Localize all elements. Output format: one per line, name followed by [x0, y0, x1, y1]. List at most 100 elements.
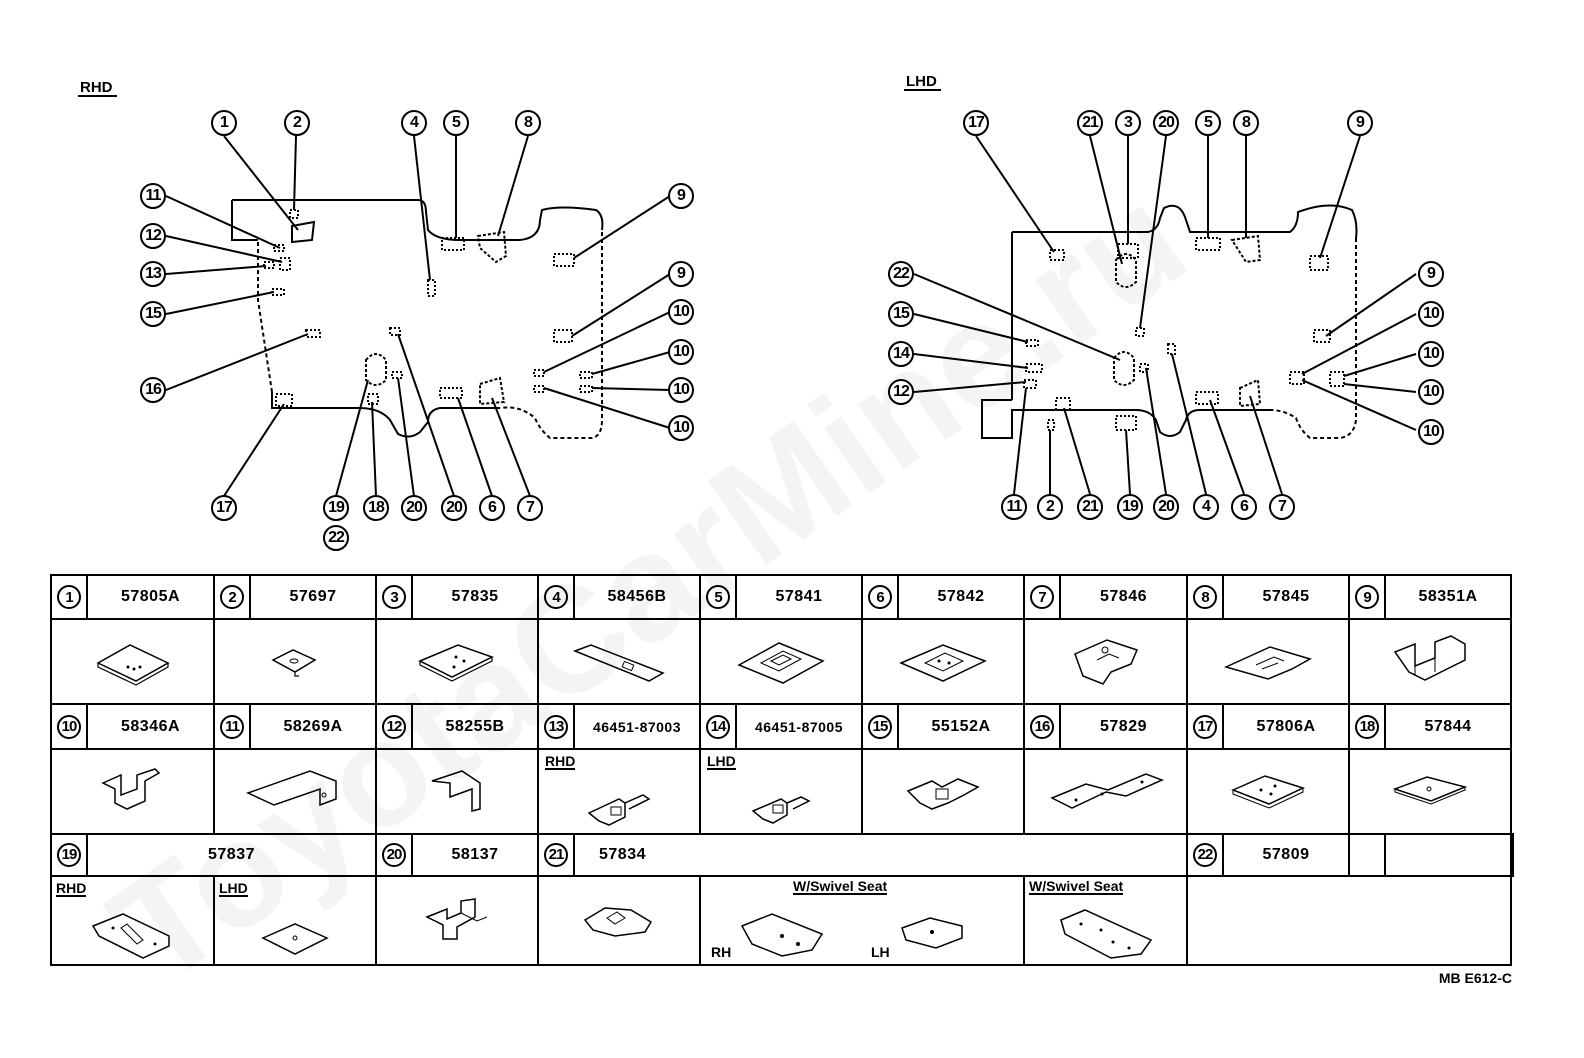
part-code: 57805A	[86, 573, 215, 621]
part-number-cell: 21	[537, 832, 575, 878]
part-number-cell: 17	[1186, 703, 1224, 750]
rh-label: RH	[711, 944, 732, 960]
part-index: 9	[1355, 585, 1379, 610]
rhd-callout-10d: 10	[668, 415, 694, 441]
variant-label: W/Swivel Seat	[793, 878, 888, 896]
floor-diagram-drawing	[165, 135, 1417, 497]
part-index: 12	[382, 714, 406, 739]
clip-icon	[906, 778, 980, 811]
table-row	[50, 618, 1513, 706]
part-image-cell	[213, 747, 377, 835]
rhd-callout-9a: 9	[668, 183, 694, 209]
variant-label: LHD	[707, 752, 736, 770]
shaped-pad-icon	[1223, 646, 1312, 680]
part-number-cell: 10	[50, 703, 88, 750]
part-code: 58346A	[86, 703, 215, 750]
rhd-callout-20a: 20	[401, 495, 427, 521]
rhd-callout-7: 7	[517, 495, 543, 521]
part-code: 57837	[86, 832, 377, 878]
part-number-cell: 13	[537, 703, 575, 750]
rhd-callout-1: 1	[211, 110, 237, 136]
part-number-cell: 20	[375, 832, 413, 878]
part-image-cell: LHD	[699, 747, 863, 835]
rhd-callout-18: 18	[363, 495, 389, 521]
lhd-callout-11: 11	[1001, 494, 1027, 520]
rhd-callout-13: 13	[140, 261, 166, 287]
rhd-floor-outline	[232, 199, 604, 241]
lhd-label: LHD	[904, 74, 941, 91]
part-image-cell	[537, 875, 701, 966]
part-number-cell: 8	[1186, 573, 1224, 621]
part-number-cell: 11	[213, 703, 251, 750]
part-image-cell	[699, 618, 863, 706]
lhd-callout-9b: 9	[1418, 261, 1444, 287]
part-number-cell: 5	[699, 573, 737, 621]
part-image-cell	[861, 747, 1025, 835]
part-index: 2	[220, 585, 244, 610]
plate-icon	[583, 906, 653, 937]
clip-icon	[751, 795, 811, 824]
rhd-callout-22: 22	[323, 525, 349, 551]
part-number-cell: 9	[1348, 573, 1386, 621]
rhd-callout-15: 15	[140, 301, 166, 327]
part-code: 58456B	[573, 573, 701, 621]
part-index: 21	[544, 842, 568, 867]
part-code: 55152A	[897, 703, 1025, 750]
rhd-callout-11: 11	[140, 183, 166, 209]
plate-icon	[418, 644, 494, 682]
strip-icon	[1049, 773, 1164, 810]
table-row: 19 57837 20 58137 21 57834 22 57809	[50, 832, 1514, 878]
part-index: 8	[1193, 585, 1217, 610]
empty-cell	[1384, 832, 1512, 878]
part-image-cell: W/Swivel Seat	[1023, 875, 1188, 966]
clip-icon	[587, 793, 651, 826]
part-code: 57809	[1222, 832, 1350, 878]
part-index: 5	[706, 585, 730, 610]
part-image-cell	[50, 618, 215, 706]
part-code: 57829	[1059, 703, 1188, 750]
lhd-floor-outline	[1012, 204, 1358, 239]
rhd-callout-8: 8	[515, 110, 541, 136]
document-code: MB E612-C	[1438, 970, 1512, 986]
lhd-callout-15: 15	[888, 301, 914, 327]
rhd-callout-6: 6	[479, 495, 505, 521]
parts-table: 1 57805A 2 57697 3 57835 4 58456B 5 5784…	[50, 573, 1514, 966]
table-row: 1 57805A 2 57697 3 57835 4 58456B 5 5784…	[50, 573, 1513, 621]
rhd-callout-10b: 10	[668, 339, 694, 365]
part-number-cell: 18	[1348, 703, 1386, 750]
part-image-cell: RHD	[537, 747, 701, 835]
part-image-cell	[375, 875, 539, 966]
empty-cell	[1348, 832, 1386, 878]
lh-label: LH	[871, 944, 890, 960]
part-code: 46451-87003	[573, 703, 701, 750]
rhd-label: RHD	[78, 80, 117, 97]
variant-label: RHD	[56, 880, 87, 898]
rhd-callout-9b: 9	[668, 261, 694, 287]
part-index: 19	[57, 842, 81, 867]
lhd-callout-5: 5	[1195, 110, 1221, 136]
lhd-callout-4: 4	[1193, 494, 1219, 520]
rhd-callout-19: 19	[323, 495, 349, 521]
part-number-cell: 6	[861, 573, 899, 621]
part-code: 57697	[249, 573, 377, 621]
part-image-cell: LHD	[213, 875, 377, 966]
part-code: 58351A	[1384, 573, 1512, 621]
part-code: 57844	[1384, 703, 1512, 750]
part-image-cell	[861, 618, 1025, 706]
part-number-cell: 2	[213, 573, 251, 621]
rhd-callout-17: 17	[211, 495, 237, 521]
lhd-callout-10d: 10	[1418, 419, 1444, 445]
part-index: 22	[1193, 842, 1217, 867]
part-image-cell: RHD	[50, 875, 215, 966]
part-index: 18	[1355, 714, 1379, 739]
plate-icon	[95, 644, 170, 686]
bracket-icon	[425, 897, 488, 940]
part-index: 10	[57, 714, 81, 739]
part-code: 57846	[1059, 573, 1188, 621]
part-code: 57835	[411, 573, 539, 621]
part-image-cell	[1023, 618, 1188, 706]
part-number-cell: 16	[1023, 703, 1061, 750]
rhd-callout-12: 12	[140, 223, 166, 249]
part-index: 16	[1030, 714, 1054, 739]
part-index: 14	[706, 714, 730, 739]
